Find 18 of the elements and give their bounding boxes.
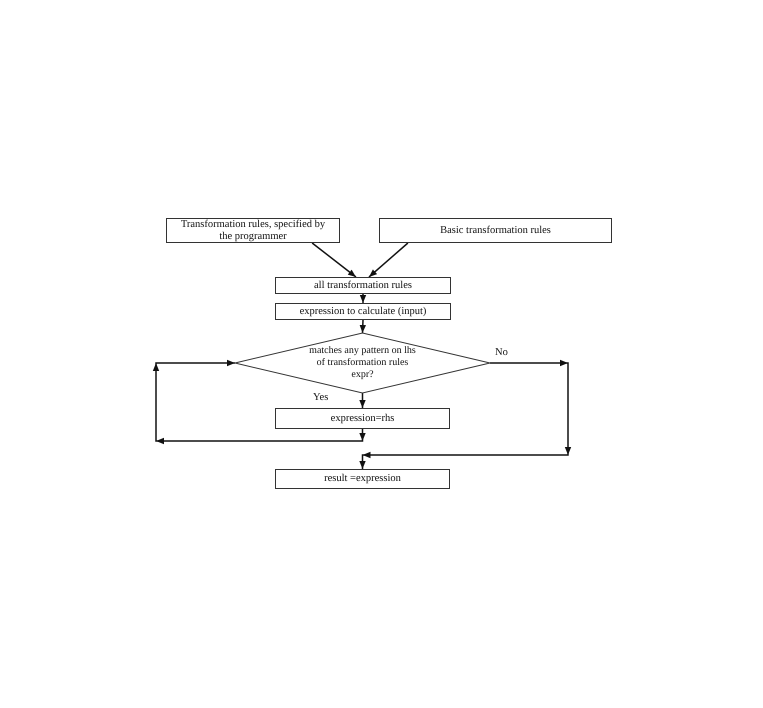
process-box [379, 218, 612, 243]
arrow [360, 294, 366, 303]
node-text: all transformation rules [314, 280, 412, 292]
arrow [359, 393, 366, 408]
arrow [312, 242, 356, 278]
node-text: Basic transformation rules [440, 224, 551, 236]
arrow [368, 242, 408, 278]
node-text: matches any pattern on lhs of transformation rules expr? [308, 345, 417, 381]
node-text: expression to calculate (input) [300, 306, 426, 318]
process-box [275, 277, 451, 294]
process-box [275, 469, 450, 489]
arrow [360, 320, 366, 334]
node-text: Transformation rules, specified by the programmer [180, 218, 326, 242]
process-box [166, 218, 340, 243]
node-text: expression=rhs [330, 412, 394, 424]
process-box [275, 408, 450, 429]
node-text: result =expression [324, 473, 401, 485]
process-box [275, 303, 451, 320]
